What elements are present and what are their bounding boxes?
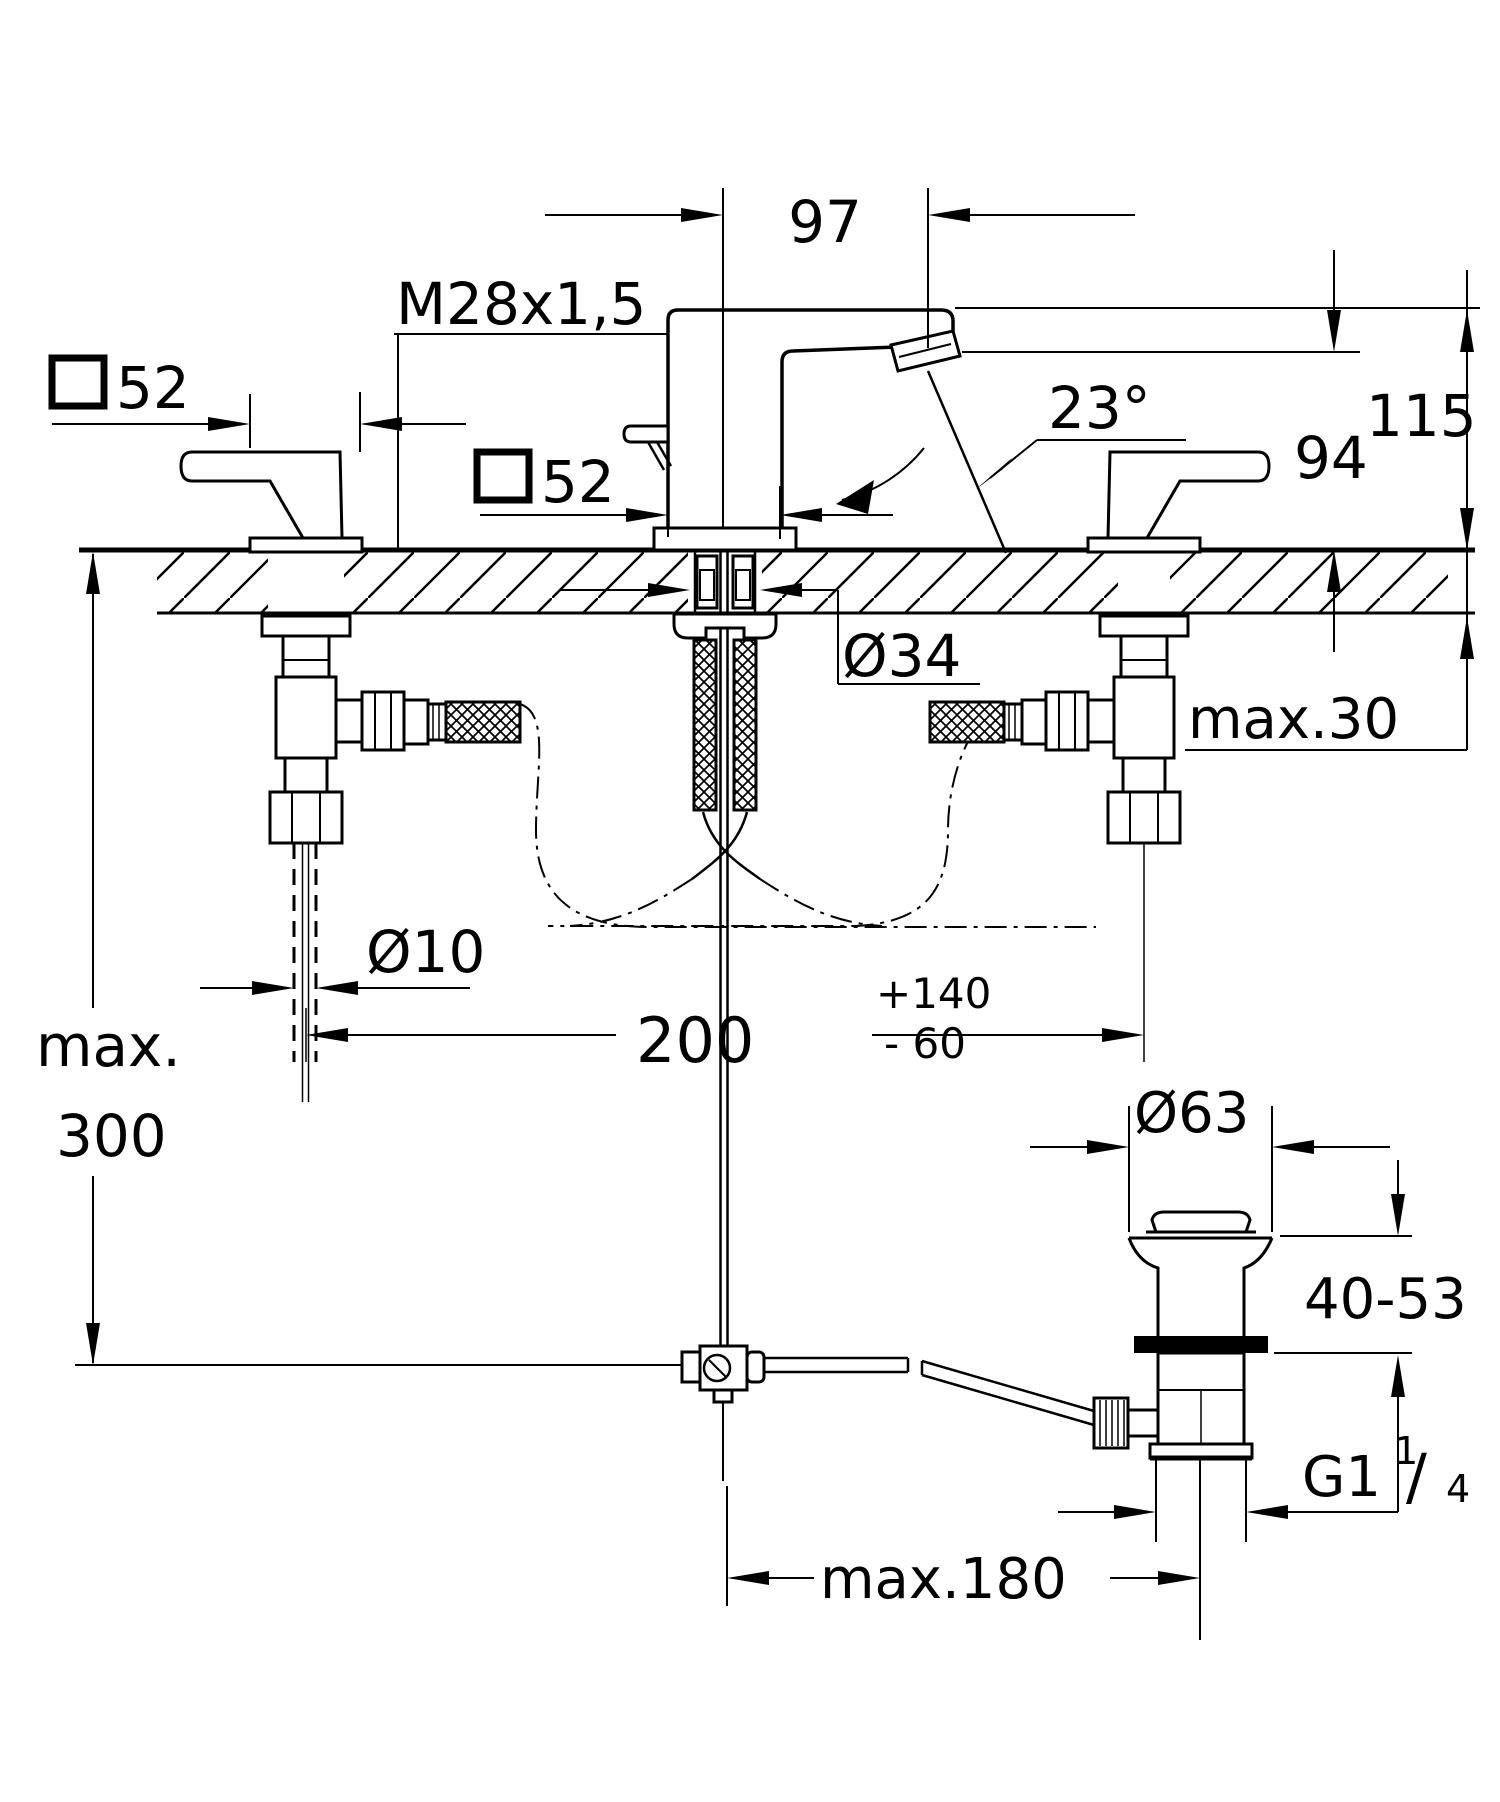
waste-knob bbox=[1092, 1396, 1130, 1450]
waste-plug-cap bbox=[1150, 1210, 1252, 1234]
dimension-max300: max. 300 bbox=[36, 552, 181, 1365]
square-symbol-icon bbox=[48, 354, 108, 410]
right-hose bbox=[928, 700, 1006, 744]
right-valve-nut bbox=[1106, 790, 1182, 845]
left-handle bbox=[179, 450, 344, 540]
hose-routing-left bbox=[519, 703, 1096, 928]
waste-gasket bbox=[1134, 1336, 1268, 1353]
thread-spec-label: M28x1,5 bbox=[396, 270, 646, 338]
max-depth-word-label: max. bbox=[36, 1012, 181, 1080]
spacing-tol-minus-label: - 60 bbox=[884, 1019, 966, 1068]
waste-thread-label: G1 bbox=[1302, 1445, 1381, 1510]
right-valve bbox=[928, 450, 1271, 1062]
spacing-tol-plus-label: +140 bbox=[876, 969, 991, 1018]
faucet-base bbox=[652, 526, 798, 552]
pop-up-waste-assembly bbox=[1092, 1210, 1274, 1461]
mounting-deck bbox=[79, 547, 1475, 615]
left-hose bbox=[444, 700, 522, 744]
waste-flange-label: Ø63 bbox=[1134, 1081, 1249, 1146]
dimension-34: Ø34 bbox=[560, 583, 980, 690]
waste-thread-sup-label: 1 bbox=[1394, 1429, 1418, 1473]
overall-height-label: 115 bbox=[1366, 382, 1477, 450]
pop-up-knob bbox=[622, 424, 670, 444]
dimension-g114: G1 1 / 4 bbox=[1058, 1429, 1470, 1542]
mounting-flange bbox=[672, 612, 778, 640]
left-valve-body bbox=[274, 675, 338, 760]
dimension-23deg: 23° bbox=[836, 370, 1186, 554]
hole-spacing-label: 200 bbox=[636, 1004, 754, 1077]
dimension-max180: max.180 bbox=[726, 1458, 1201, 1640]
right-handle bbox=[1106, 450, 1271, 540]
waste-max-offset-label: max.180 bbox=[820, 1547, 1067, 1612]
waste-thread-slash-label: / bbox=[1406, 1440, 1427, 1513]
left-handle-size-label: 52 bbox=[116, 354, 190, 422]
dimension-63: Ø63 bbox=[1030, 1081, 1390, 1232]
height-extension-lines bbox=[955, 307, 1480, 353]
hose-routing-right bbox=[548, 703, 1005, 927]
dimension-52-left: 52 bbox=[48, 354, 466, 452]
waste-clamp-range-label: 40-53 bbox=[1304, 1267, 1467, 1332]
spout-height-label: 94 bbox=[1294, 424, 1368, 492]
deck-thickness-label: max.30 bbox=[1188, 687, 1399, 752]
flexible-supply-hoses bbox=[519, 638, 1096, 928]
left-valve-nut bbox=[268, 790, 344, 845]
dimension-200: 200 +140 - 60 bbox=[305, 969, 1144, 1077]
rod-clamp bbox=[698, 1344, 749, 1392]
spout-reach-label: 97 bbox=[788, 188, 862, 256]
dimension-m28: M28x1,5 bbox=[394, 270, 668, 549]
right-valve-body bbox=[1112, 675, 1176, 760]
dimension-52-center: 52 bbox=[473, 448, 893, 539]
square-symbol-icon bbox=[473, 448, 533, 504]
dimension-94: 94 bbox=[1294, 250, 1368, 652]
dimension-115-max30: 115 max.30 bbox=[1185, 270, 1477, 752]
dimension-10: Ø10 bbox=[200, 918, 485, 995]
left-valve bbox=[179, 450, 522, 1102]
spray-angle-label: 23° bbox=[1048, 374, 1151, 442]
pop-up-rod bbox=[719, 552, 729, 1348]
faucet-body bbox=[622, 188, 962, 640]
pop-up-linkage bbox=[75, 1344, 1095, 1481]
supply-pipe-label: Ø10 bbox=[366, 918, 485, 986]
right-handle-base bbox=[1086, 536, 1202, 554]
dimension-97: 97 bbox=[545, 188, 1135, 348]
mounting-hole-label: Ø34 bbox=[842, 622, 961, 690]
dimension-40-53: 40-53 bbox=[1274, 1160, 1467, 1512]
left-handle-base bbox=[248, 536, 364, 554]
waste-thread-sub-label: 4 bbox=[1446, 1467, 1470, 1511]
spray-angle-line bbox=[926, 370, 1008, 554]
body-size-label: 52 bbox=[541, 448, 615, 516]
max-depth-value-label: 300 bbox=[56, 1102, 167, 1170]
